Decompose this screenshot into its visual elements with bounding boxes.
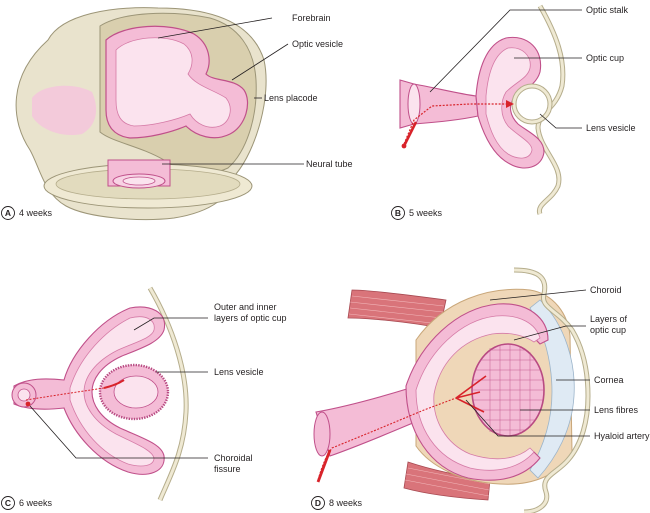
optic-cup-lumen [485,47,533,159]
artery-tip [401,143,407,149]
label-cornea: Cornea [594,375,624,385]
forebrain-ventricle [115,37,231,128]
leader-optic-vesicle [231,43,289,81]
muscle-upper-stripes [348,295,445,325]
panel-b-labels: Optic stalk Optic cup Lens vesicle [429,5,636,133]
panel-a: Forebrain Optic vesicle Lens placode Neu… [1,7,353,220]
label-lens-fibres: Lens fibres [594,405,639,415]
neural-tube-lumen-core [122,176,156,186]
hyaloid-artery-root [316,449,332,483]
label-lens-placode: Lens placode [264,93,318,103]
panel-c-letter-circle [1,496,15,510]
panel-b-age: 5 weeks [409,208,443,218]
panel-b-letter: B [395,208,401,218]
label-neural-tube: Neural tube [306,159,353,169]
label-optic-cup: Optic cup [586,53,624,63]
panel-c-illustration [11,286,189,501]
panel-a-age: 4 weeks [19,208,53,218]
hyaloid-artery-branch [103,379,125,389]
panel-a-letter: A [5,208,11,218]
panel-c-age: 6 weeks [19,498,53,508]
surface-ectoderm-inner [536,5,565,215]
leader-choroid [489,289,587,301]
leader-lens-vesicle [539,113,582,129]
label-optic-cup-layers-line2: layers of optic cup [214,313,287,323]
arrow-tip [506,100,514,108]
cornea [529,299,575,479]
panel-d-letter: D [315,498,321,508]
panel-d-labels: Choroid Layers of optic cup Cornea Lens … [465,285,650,441]
label-choroid: Choroid [590,285,622,295]
hyaloid-artery [403,103,508,145]
label-forebrain: Forebrain [292,13,331,23]
label-optic-cup-layers-line1: Layers of [590,314,628,324]
panel-a-letter-circle [1,206,15,220]
label-optic-cup-layers-line2: optic cup [590,325,626,335]
label-optic-stalk: Optic stalk [586,5,629,15]
optic-cup-inner [69,316,155,467]
label-lens-vesicle: Lens vesicle [214,367,264,377]
surface-ectoderm-inner [148,287,188,501]
optic-nerve-end [313,411,331,457]
leader-choroidal-fissure [29,405,208,459]
label-hyaloid-artery: Hyaloid artery [594,431,650,441]
panel-c-badge: C 6 weeks [1,496,53,510]
panel-c-labels: Outer and inner layers of optic cup Lens… [29,302,287,474]
panel-b-letter-circle [391,206,405,220]
panel-a-labels: Forebrain Optic vesicle Lens placode Neu… [157,13,353,169]
panel-c: Outer and inner layers of optic cup Lens… [1,286,287,510]
leader-optic-stalk [429,9,582,93]
panel-c-letter: C [5,498,11,508]
optic-nerve [315,387,421,457]
panel-d-badge: D 8 weeks [311,496,363,510]
leader-hyaloid-artery [465,399,590,437]
lens-vesicle-core [113,375,159,409]
panel-b-illustration [399,4,566,215]
panel-d-letter-circle [311,496,325,510]
leader-optic-cup-layers [133,317,208,331]
label-optic-vesicle: Optic vesicle [292,39,343,49]
panel-d: Choroid Layers of optic cup Cornea Lens … [311,267,650,513]
panel-b: Optic stalk Optic cup Lens vesicle B 5 w… [391,4,636,220]
leader-forebrain [157,17,273,39]
optic-cup-inner [415,315,541,471]
label-optic-cup-layers-line1: Outer and inner [214,302,277,312]
panel-d-age: 8 weeks [329,498,363,508]
brain-bulge [32,85,97,136]
panel-b-badge: B 5 weeks [391,206,443,220]
label-choroidal-fissure-line2: fissure [214,464,241,474]
leader-optic-cup-layers [513,325,586,341]
lens-fibres [472,344,544,436]
label-choroidal-fissure-line1: Choroidal [214,453,253,463]
choroidal-fissure-dot [25,401,31,407]
artery-root [402,121,418,147]
optic-stalk-end [407,83,421,125]
panel-a-illustration [15,7,267,220]
optic-stalk-lumen [17,388,31,402]
panel-d-illustration [313,267,591,513]
label-lens-vesicle: Lens vesicle [586,123,636,133]
panel-a-badge: A 4 weeks [1,206,53,220]
